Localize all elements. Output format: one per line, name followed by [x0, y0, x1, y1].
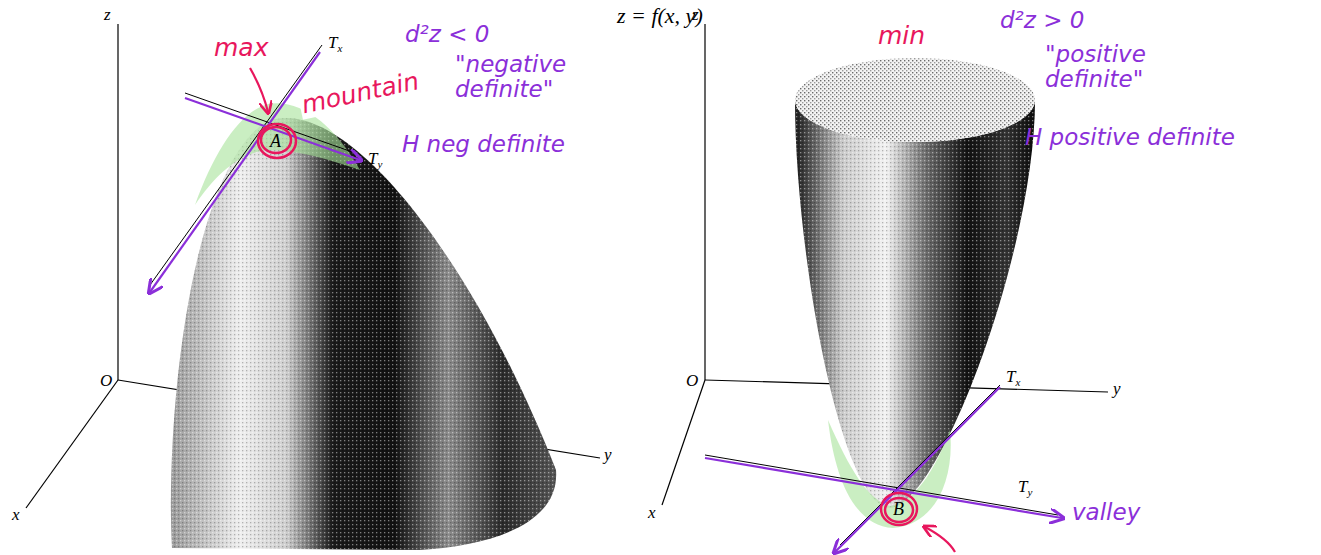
axis-label: z [692, 6, 699, 25]
title: z = f(x, y) [617, 4, 703, 28]
annotation: "positive definite" [1045, 42, 1195, 93]
annotation: min [878, 22, 925, 50]
pen-arrow [250, 68, 955, 552]
annotation: "negative definite" [455, 52, 595, 103]
bowl-rim [795, 58, 1035, 142]
highlight-patch [195, 103, 360, 205]
annotation: mountain [297, 67, 423, 120]
annotation: H positive definite [1025, 125, 1235, 150]
pen-circle [258, 124, 917, 525]
axis-label: x [648, 504, 656, 523]
origin-label: O [686, 372, 698, 391]
bowl-surface [795, 100, 1035, 508]
annotation: H neg definite [400, 132, 567, 157]
tangent-label: Tx [328, 34, 342, 54]
axis-label: x [12, 506, 20, 525]
annotation: valley [1072, 500, 1140, 525]
bowl-stipple [795, 100, 1035, 508]
tangent-label: Ty [1018, 478, 1032, 498]
axis-label: y [604, 446, 612, 465]
annotation: max [214, 34, 268, 62]
origin-label: O [100, 372, 112, 391]
annotation: d²z > 0 [1000, 8, 1084, 33]
highlight-patch [828, 420, 951, 528]
tangent-label: Tx [1006, 368, 1020, 388]
tangent-line [150, 45, 1058, 545]
tangent-label: Ty [368, 150, 382, 170]
point-label: B [893, 500, 904, 520]
annotation: d²z < 0 [405, 22, 489, 47]
axis-label: z [104, 6, 111, 25]
point-label: A [270, 132, 281, 152]
pen-tangent [150, 52, 1062, 552]
axis-label: y [1113, 380, 1121, 399]
